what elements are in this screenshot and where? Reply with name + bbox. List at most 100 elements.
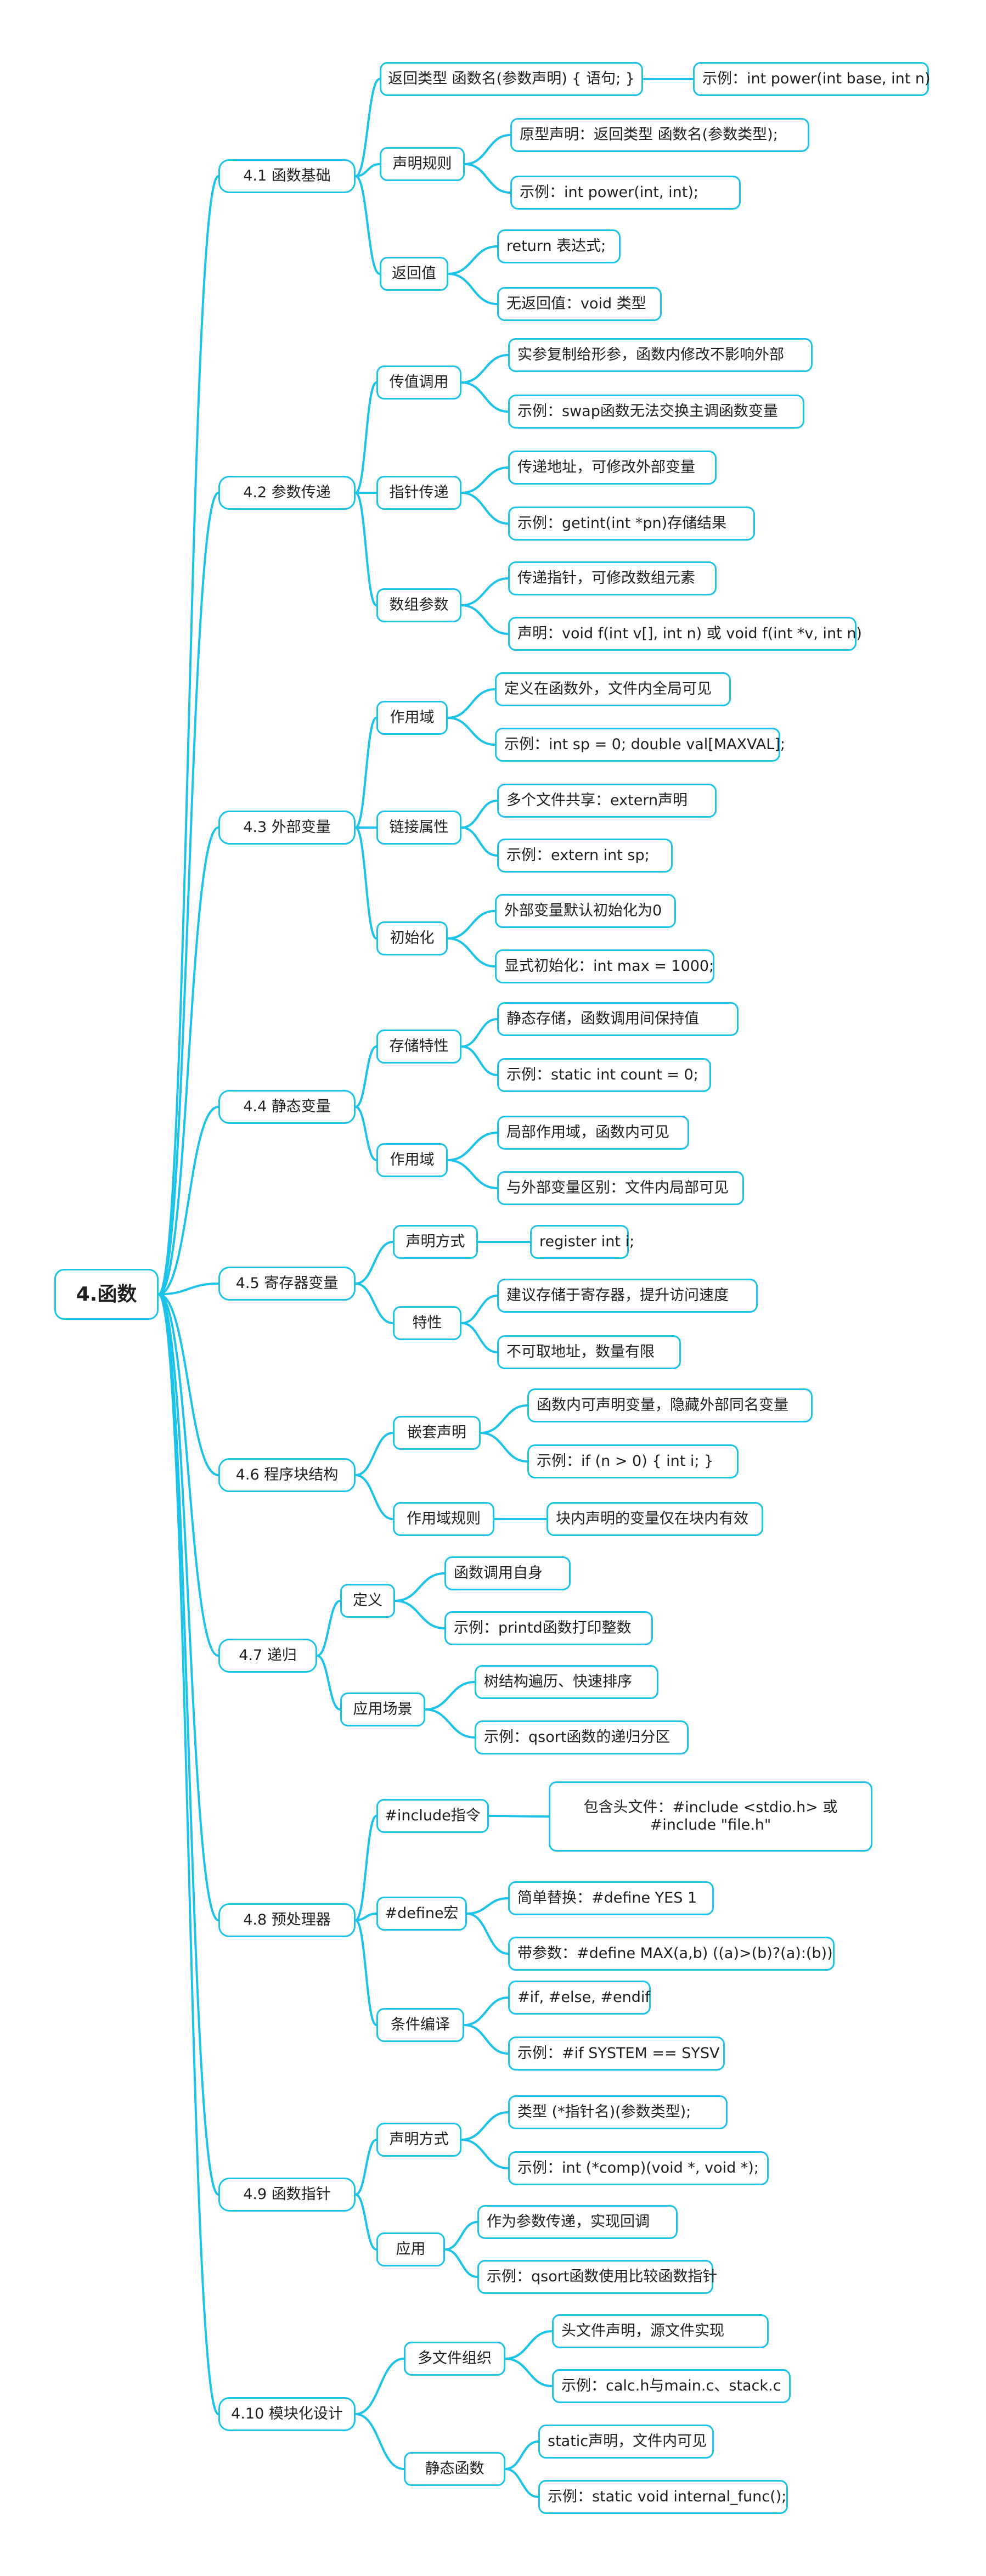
detail-node[interactable]: 示例：int power(int base, int n) bbox=[693, 62, 931, 96]
topic-node[interactable]: 返回类型 函数名(参数声明) { 语句; } bbox=[380, 62, 643, 96]
section-node[interactable]: 4.4 静态变量 bbox=[218, 1090, 356, 1124]
root-node[interactable]: 4.函数 bbox=[54, 1269, 159, 1320]
topic-node[interactable]: 作用域 bbox=[376, 1143, 448, 1177]
detail-node[interactable]: 示例：#if SYSTEM == SYSV bbox=[508, 2037, 725, 2071]
topic-node[interactable]: 特性 bbox=[393, 1306, 461, 1340]
section-node[interactable]: 4.1 函数基础 bbox=[218, 159, 356, 193]
section-to-topic-link bbox=[354, 1913, 378, 1921]
detail-node[interactable]: 示例：swap函数无法交换主调函数变量 bbox=[508, 395, 804, 429]
detail-node[interactable]: 简单替换：#define YES 1 bbox=[508, 1881, 714, 1915]
topic-node[interactable]: 声明方式 bbox=[393, 1225, 478, 1259]
topic-node[interactable]: 应用场景 bbox=[340, 1692, 425, 1726]
section-node[interactable]: 4.7 递归 bbox=[218, 1639, 317, 1673]
detail-node[interactable]: 示例：if (n > 0) { int i; } bbox=[527, 1444, 739, 1478]
detail-node[interactable]: 实参复制给形参，函数内修改不影响外部 bbox=[508, 338, 813, 372]
detail-node[interactable]: 与外部变量区别：文件内局部可见 bbox=[497, 1171, 744, 1205]
detail-node[interactable]: 外部变量默认初始化为0 bbox=[495, 894, 676, 928]
section-to-topic-link bbox=[354, 1815, 378, 1921]
topic-node[interactable]: 定义 bbox=[340, 1584, 395, 1618]
detail-node[interactable]: 示例：int sp = 0; double val[MAXVAL]; bbox=[495, 728, 785, 762]
topic-to-detail-link bbox=[447, 245, 498, 275]
detail-node[interactable]: return 表达式; bbox=[497, 229, 621, 263]
topic-node[interactable]: 声明规则 bbox=[380, 147, 465, 181]
detail-node[interactable]: 示例：qsort函数的递归分区 bbox=[475, 1720, 689, 1754]
section-node[interactable]: 4.10 模块化设计 bbox=[218, 2397, 356, 2431]
topic-to-detail-link bbox=[466, 1913, 509, 1955]
topic-to-detail-link bbox=[460, 800, 498, 829]
topic-node[interactable]: #include指令 bbox=[376, 1799, 489, 1833]
section-to-topic-link bbox=[354, 175, 381, 275]
detail-node[interactable]: 示例：qsort函数使用比较函数指针 bbox=[477, 2260, 717, 2294]
topic-node[interactable]: 应用 bbox=[376, 2232, 445, 2266]
detail-node[interactable]: 树结构遍历、快速排序 bbox=[475, 1665, 658, 1699]
detail-node[interactable]: 示例：printd函数打印整数 bbox=[444, 1611, 653, 1645]
topic-to-detail-link bbox=[460, 1295, 498, 1324]
topic-to-detail-link bbox=[424, 1708, 476, 1739]
detail-node[interactable]: 头文件声明，源文件实现 bbox=[552, 2314, 769, 2348]
detail-node[interactable]: 示例：static void internal_func(); bbox=[538, 2480, 788, 2514]
section-node[interactable]: 4.9 函数指针 bbox=[218, 2178, 356, 2212]
topic-node[interactable]: #define宏 bbox=[376, 1897, 467, 1931]
section-to-topic-link bbox=[354, 2139, 378, 2196]
detail-node[interactable]: 带参数：#define MAX(a,b) ((a)>(b)?(a):(b)) bbox=[508, 1937, 835, 1971]
detail-node[interactable]: 显式初始化：int max = 1000; bbox=[495, 949, 714, 983]
section-node[interactable]: 4.8 预处理器 bbox=[218, 1903, 356, 1937]
topic-node[interactable]: 返回值 bbox=[380, 257, 448, 291]
section-to-topic-link bbox=[354, 492, 378, 606]
section-node[interactable]: 4.2 参数传递 bbox=[218, 476, 356, 510]
topic-to-detail-link bbox=[480, 1432, 528, 1463]
detail-node[interactable]: 无返回值：void 类型 bbox=[497, 287, 662, 321]
detail-node[interactable]: 示例：calc.h与main.c、stack.c bbox=[552, 2369, 791, 2403]
section-to-topic-link bbox=[354, 1432, 394, 1476]
detail-node[interactable]: 包含头文件：#include <stdio.h> 或 #include "fil… bbox=[549, 1781, 872, 1852]
topic-node[interactable]: 链接属性 bbox=[376, 811, 461, 845]
detail-node[interactable]: 定义在函数外，文件内全局可见 bbox=[495, 672, 731, 706]
section-to-topic-link bbox=[354, 1283, 394, 1324]
topic-node[interactable]: 嵌套声明 bbox=[393, 1416, 481, 1450]
topic-to-detail-link bbox=[480, 1404, 528, 1434]
detail-node[interactable]: register int i; bbox=[530, 1225, 634, 1259]
topic-to-detail-link bbox=[447, 273, 498, 305]
detail-node[interactable]: 函数内可声明变量，隐藏外部同名变量 bbox=[527, 1388, 813, 1422]
topic-to-detail-link bbox=[447, 717, 496, 746]
topic-node[interactable]: 存储特性 bbox=[376, 1030, 461, 1064]
section-node[interactable]: 4.3 外部变量 bbox=[218, 811, 356, 845]
detail-node[interactable]: 示例：static int count = 0; bbox=[497, 1058, 711, 1092]
topic-node[interactable]: 指针传递 bbox=[376, 476, 461, 510]
detail-node[interactable]: 不可取地址，数量有限 bbox=[497, 1335, 681, 1369]
detail-node[interactable]: 静态存储，函数调用间保持值 bbox=[497, 1002, 739, 1036]
detail-node[interactable]: 类型 (*指针名)(参数类型); bbox=[508, 2095, 728, 2129]
topic-to-detail-link bbox=[460, 1045, 498, 1076]
topic-node[interactable]: 静态函数 bbox=[404, 2452, 505, 2486]
detail-node[interactable]: #if, #else, #endif bbox=[508, 1981, 651, 2015]
topic-to-detail-link bbox=[460, 492, 509, 525]
detail-node[interactable]: 建议存储于寄存器，提升访问速度 bbox=[497, 1279, 758, 1313]
topic-node[interactable]: 条件编译 bbox=[376, 2008, 464, 2042]
topic-node[interactable]: 多文件组织 bbox=[404, 2342, 505, 2376]
detail-node[interactable]: 示例：int power(int, int); bbox=[510, 176, 741, 210]
section-node[interactable]: 4.6 程序块结构 bbox=[218, 1458, 356, 1492]
detail-node[interactable]: 函数调用自身 bbox=[444, 1556, 571, 1590]
section-to-topic-link bbox=[354, 1106, 378, 1161]
topic-to-detail-link bbox=[460, 1018, 498, 1048]
detail-node[interactable]: 原型声明：返回类型 函数名(参数类型); bbox=[510, 118, 809, 152]
root-to-section-link bbox=[157, 1293, 219, 1657]
section-node[interactable]: 4.5 寄存器变量 bbox=[218, 1267, 356, 1301]
detail-node[interactable]: 块内声明的变量仅在块内有效 bbox=[546, 1502, 763, 1536]
topic-node[interactable]: 数组参数 bbox=[376, 588, 461, 622]
topic-node[interactable]: 传值调用 bbox=[376, 365, 461, 400]
detail-node[interactable]: 传递地址，可修改外部变量 bbox=[508, 451, 717, 485]
topic-node[interactable]: 初始化 bbox=[376, 921, 448, 955]
detail-node[interactable]: 局部作用域，函数内可见 bbox=[497, 1116, 689, 1150]
topic-node[interactable]: 声明方式 bbox=[376, 2123, 461, 2157]
detail-node[interactable]: 传递指针，可修改数组元素 bbox=[508, 561, 717, 595]
detail-node[interactable]: 示例：int (*comp)(void *, void *); bbox=[508, 2151, 769, 2185]
detail-node[interactable]: 声明：void f(int v[], int n) 或 void f(int *… bbox=[508, 617, 862, 651]
detail-node[interactable]: 多个文件共享：extern声明 bbox=[497, 784, 717, 818]
detail-node[interactable]: 作为参数传递，实现回调 bbox=[477, 2205, 678, 2239]
topic-node[interactable]: 作用域 bbox=[376, 701, 448, 735]
detail-node[interactable]: 示例：getint(int *pn)存储结果 bbox=[508, 507, 755, 541]
topic-node[interactable]: 作用域规则 bbox=[393, 1502, 494, 1536]
detail-node[interactable]: static声明，文件内可见 bbox=[538, 2425, 714, 2459]
detail-node[interactable]: 示例：extern int sp; bbox=[497, 839, 673, 873]
